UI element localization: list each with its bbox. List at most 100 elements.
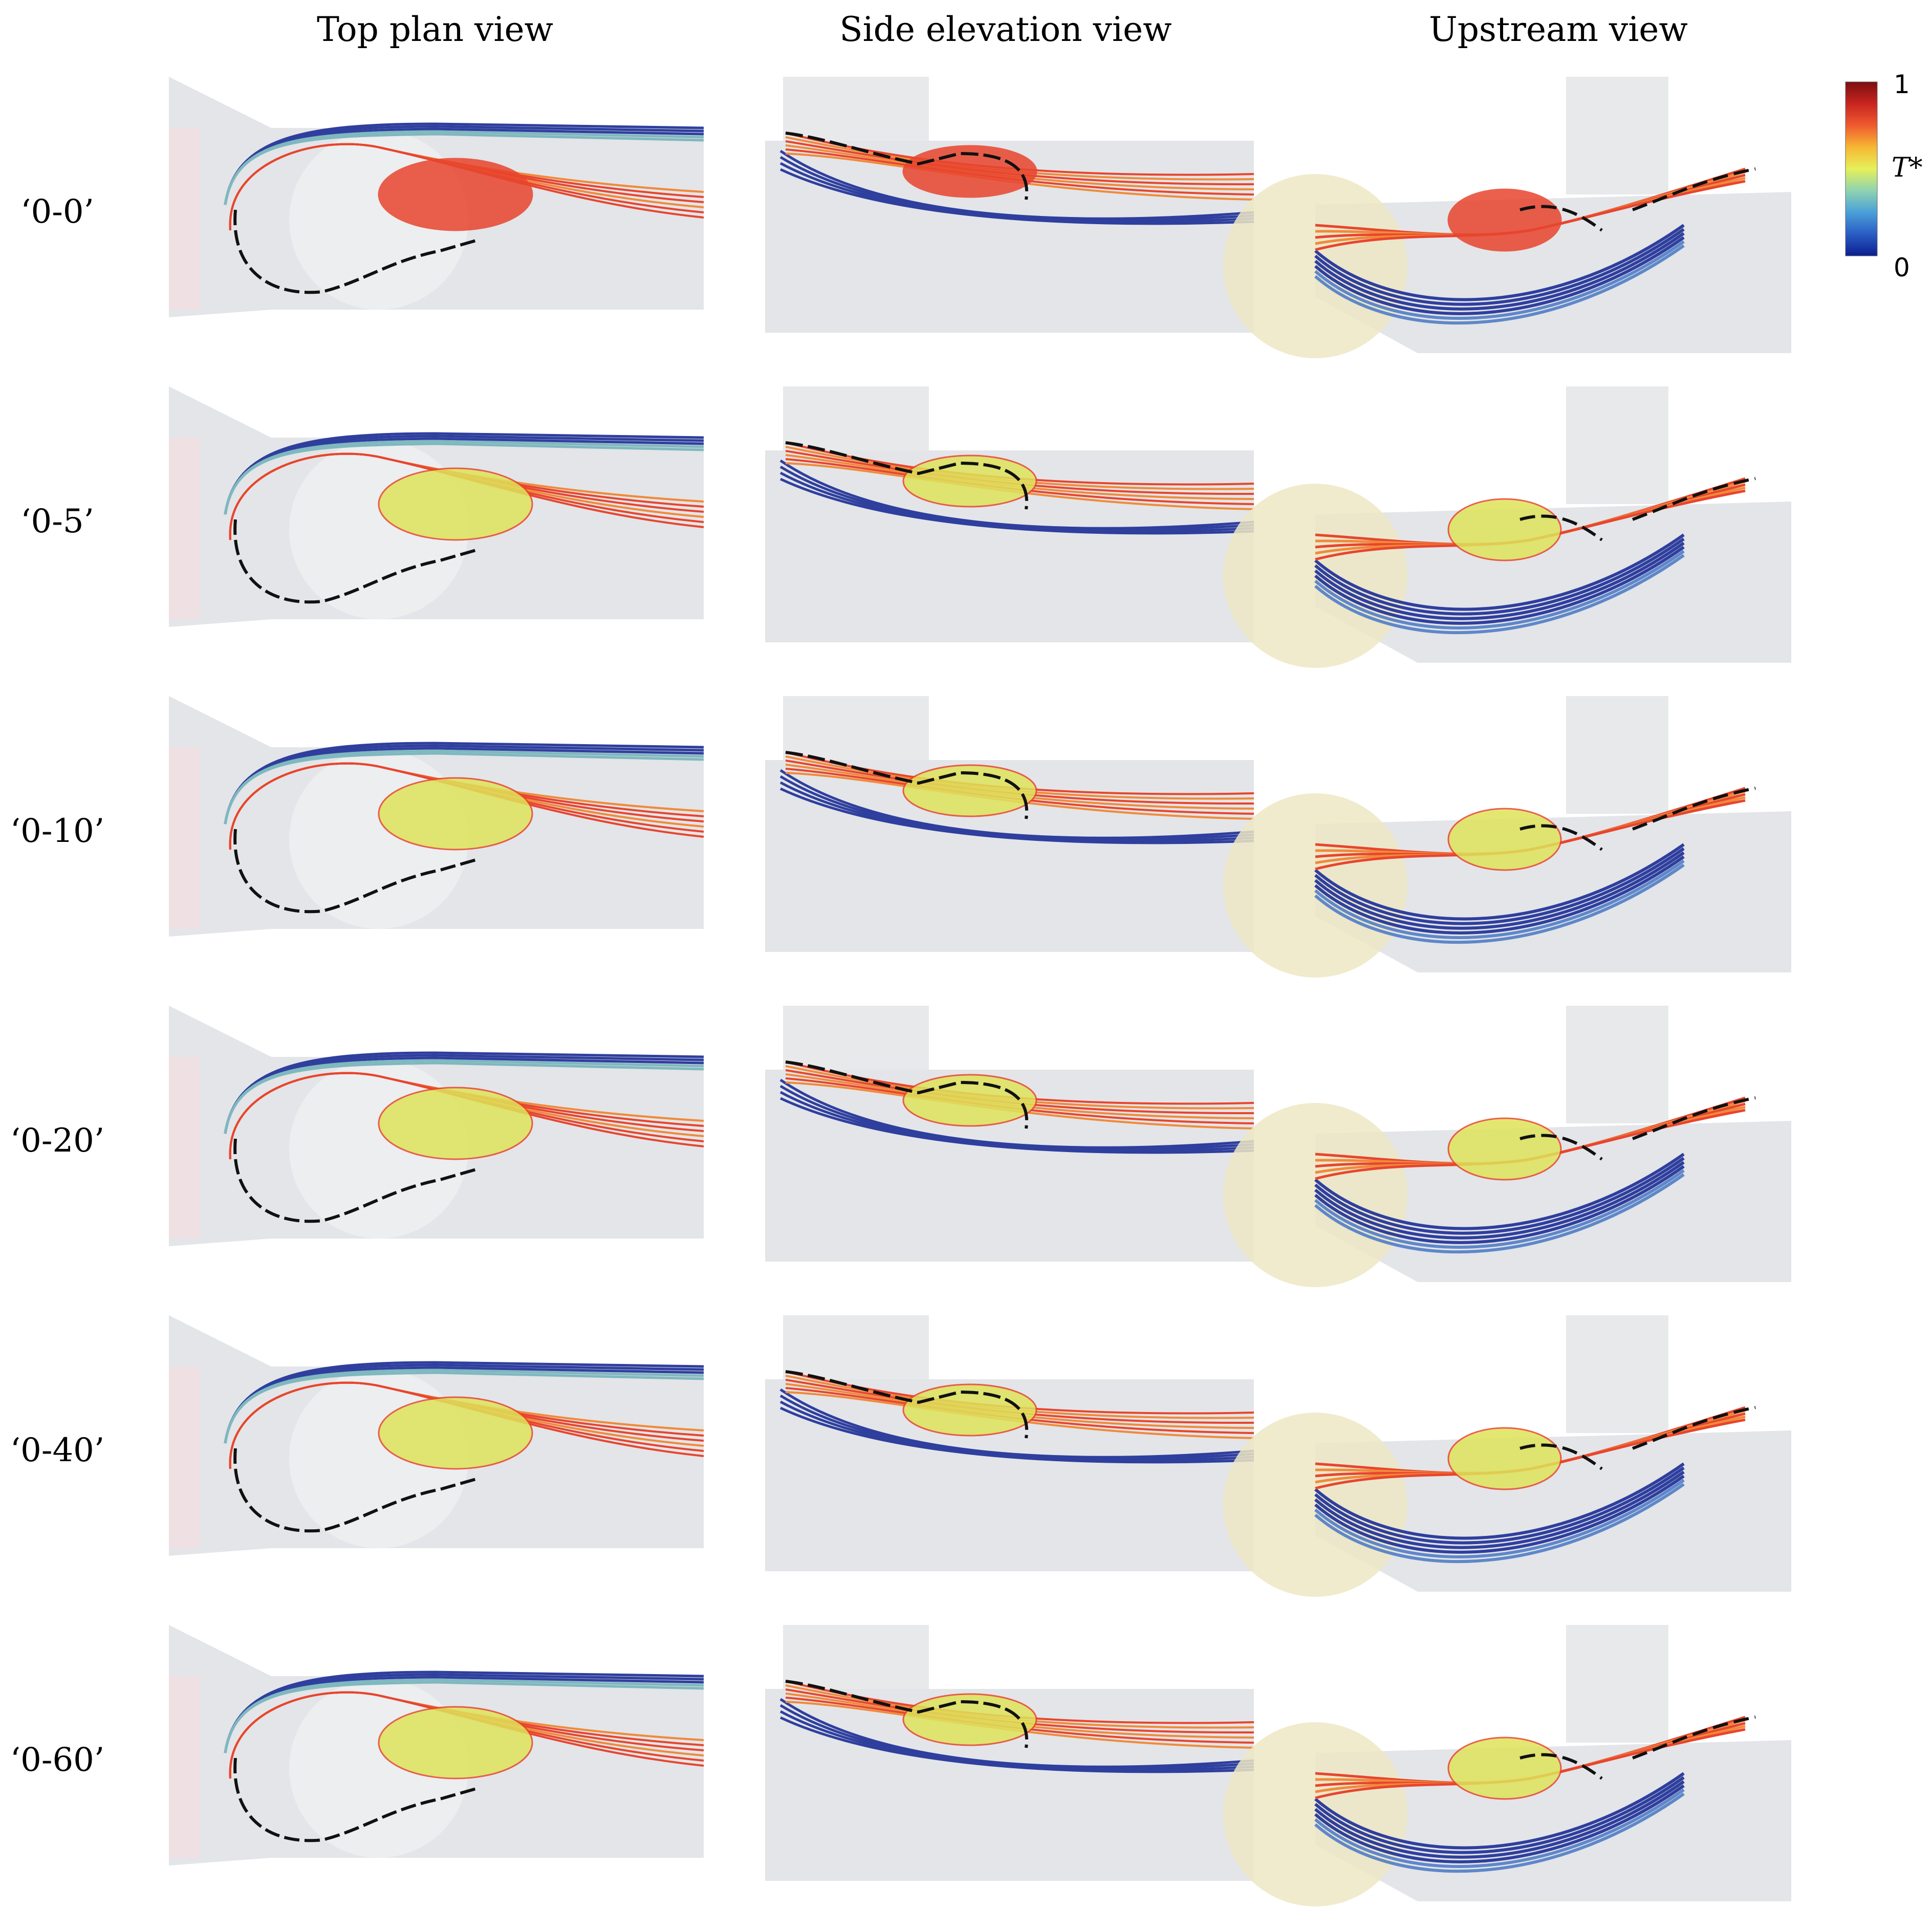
pier-column [783, 77, 929, 146]
separation-line [785, 751, 1029, 819]
row-label-0-5: ‘0-5’ [20, 503, 94, 540]
vortex-core [902, 145, 1037, 198]
row-label-0-10: ‘0-10’ [10, 812, 104, 850]
side-elevation-panel [765, 1006, 1254, 1262]
vortex-core [378, 467, 533, 541]
upstream-panel [1223, 386, 1791, 668]
cold-streamline [1314, 1462, 1685, 1540]
inlet-face [169, 1057, 200, 1239]
cold-streamline [1314, 1470, 1685, 1549]
cold-streamline [1314, 1474, 1685, 1554]
vortex-core [902, 764, 1037, 817]
upstream-panel [1223, 1315, 1791, 1597]
row-label-0-40: ‘0-40’ [10, 1431, 104, 1469]
colorbar-max-label: 1 [1894, 70, 1910, 99]
vortex-core [378, 1396, 533, 1470]
inlet-face [169, 1366, 200, 1548]
cold-streamline [1314, 244, 1685, 325]
top-plan-panel [169, 77, 704, 317]
side-elevation-panel [765, 77, 1254, 333]
row-label-0-60: ‘0-60’ [10, 1741, 104, 1779]
separation-line [1519, 787, 1756, 851]
cold-streamline [1314, 1157, 1685, 1235]
cold-streamline [1314, 1483, 1685, 1564]
cold-streamline [224, 752, 704, 825]
top-plan-panel [169, 1315, 704, 1556]
column-header-top-plan: Top plan view [317, 10, 553, 49]
cold-streamline [1314, 537, 1685, 616]
separation-line [1519, 1716, 1756, 1780]
pier-column [1566, 1625, 1668, 1743]
cold-streamline [1314, 240, 1685, 320]
cold-streamline [224, 1061, 704, 1134]
cold-streamline [1314, 533, 1685, 611]
vortex-core [902, 1074, 1037, 1127]
cold-streamline [1314, 546, 1685, 625]
separation-line [785, 1370, 1029, 1439]
cold-streamline [1314, 859, 1685, 939]
inlet-face [169, 128, 200, 310]
separation-line [233, 1758, 476, 1842]
cold-streamline [1314, 1169, 1685, 1249]
upstream-panel [1223, 1625, 1791, 1906]
separation-line [1519, 1096, 1756, 1161]
vortex-core [902, 454, 1037, 508]
cold-streamline [1314, 1788, 1685, 1868]
vortex-core [1447, 1737, 1562, 1800]
warm-streamline [229, 762, 704, 850]
top-plan-panel [169, 1625, 704, 1865]
vortex-core [1447, 808, 1562, 871]
vortex-core [378, 1087, 533, 1160]
cold-streamline [1314, 550, 1685, 630]
cold-streamline [1314, 843, 1685, 921]
cold-streamline [1314, 1479, 1685, 1558]
cold-streamline [779, 1097, 1254, 1154]
pier-column [783, 1625, 929, 1694]
cold-streamline [1314, 1161, 1685, 1240]
vortex-core [902, 1383, 1037, 1437]
warm-streamline [229, 143, 704, 231]
side-elevation-panel [765, 1315, 1254, 1571]
warm-streamline [229, 1381, 704, 1469]
cold-streamline [1314, 1165, 1685, 1244]
top-plan-panel [169, 386, 704, 627]
colorbar: 1 T* 0 [1845, 70, 1923, 283]
separation-line [785, 1680, 1029, 1748]
pier-column [783, 1315, 929, 1384]
separation-line [1519, 167, 1756, 232]
warm-streamline [229, 1072, 704, 1160]
colorbar-scale [1845, 81, 1878, 256]
upstream-panel [1223, 696, 1791, 978]
vortex-core [1447, 1427, 1562, 1490]
inlet-face [169, 747, 200, 929]
side-elevation-panel [765, 1625, 1254, 1881]
upstream-panel [1223, 77, 1791, 358]
cold-streamline [1314, 232, 1685, 311]
cold-streamline [1314, 541, 1685, 620]
pier-column [1566, 1006, 1668, 1123]
inlet-face [169, 1676, 200, 1858]
pier-column [783, 1006, 929, 1075]
cold-streamline [1314, 554, 1685, 635]
cold-streamline [1314, 224, 1685, 301]
cold-streamline [224, 1371, 704, 1444]
top-plan-panel [169, 696, 704, 937]
cold-streamline [779, 1406, 1254, 1464]
warm-streamline [229, 452, 704, 540]
colorbar-variable-label: T* [1892, 153, 1923, 183]
pier-column [783, 386, 929, 455]
column-header-upstream: Upstream view [1429, 10, 1688, 49]
vortex-core [1447, 1117, 1562, 1181]
pier-column [783, 696, 929, 765]
vortex-core [1447, 188, 1562, 252]
separation-line [233, 519, 476, 604]
cold-streamline [1314, 236, 1685, 315]
cold-streamline [1314, 855, 1685, 935]
cold-streamline [224, 442, 704, 515]
cold-streamline [1314, 847, 1685, 925]
upstream-panel [1223, 1006, 1791, 1287]
cold-streamline [224, 1681, 704, 1753]
separation-line [785, 132, 1029, 200]
separation-line [1519, 477, 1756, 541]
